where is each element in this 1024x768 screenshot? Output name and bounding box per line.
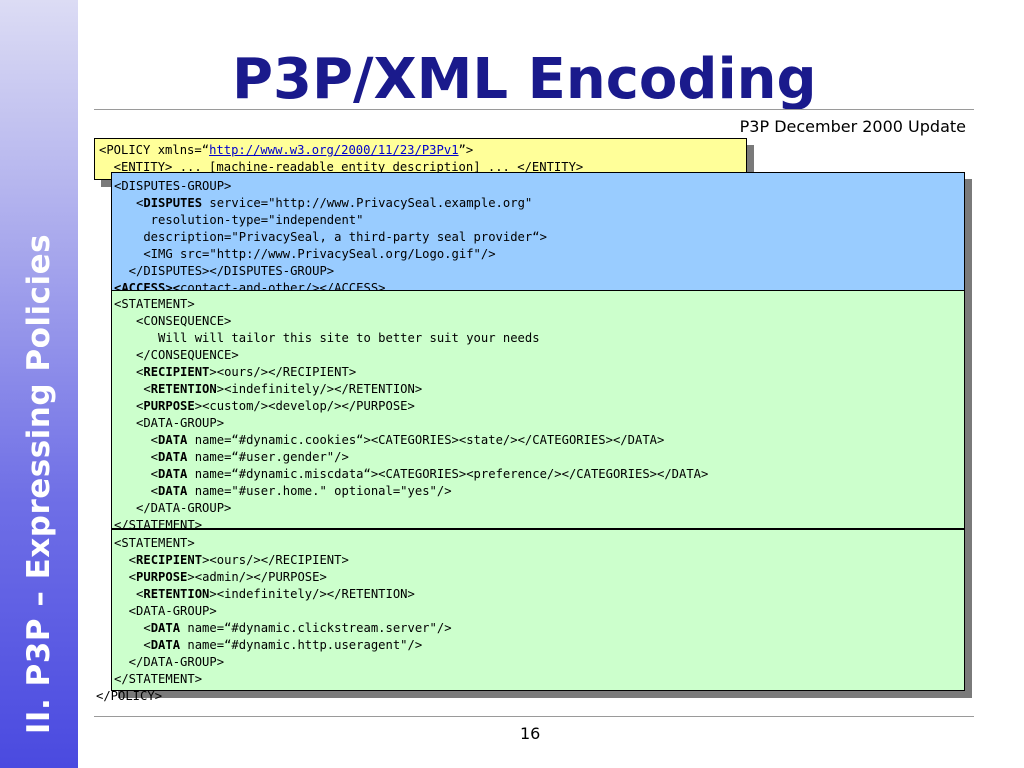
code-keyword: RECIPIENT [136, 553, 203, 567]
code-keyword: DATA [150, 638, 181, 652]
code-line: <RECIPIENT><ours/></RECIPIENT> [114, 364, 964, 381]
statement-2-code-box: <STATEMENT> <RECIPIENT><ours/></RECIPIEN… [111, 529, 965, 691]
code-text: < [114, 553, 137, 567]
code-text: < [114, 638, 151, 652]
code-keyword: DATA [158, 450, 188, 464]
code-line: <DISPUTES service="http://www.PrivacySea… [114, 195, 964, 212]
code-line: <STATEMENT> [114, 297, 195, 311]
code-text: name=“#dynamic.http.useragent"/> [180, 638, 423, 652]
code-keyword: <ACCESS>< [114, 281, 181, 291]
code-line: <DATA-GROUP> [114, 604, 217, 618]
code-text: ><admin/></PURPOSE> [187, 570, 327, 584]
code-line: <ACCESS><contact-and-other/></ACCESS> [114, 280, 964, 291]
code-keyword: RECIPIENT [143, 365, 210, 379]
sidebar-section-title: II. P3P – Expressing Policies [21, 233, 57, 735]
code-text: < [114, 399, 144, 413]
code-text: < [114, 484, 159, 498]
code-line: <DATA name=“#dynamic.miscdata“><CATEGORI… [114, 466, 964, 483]
code-line: <PURPOSE><admin/></PURPOSE> [114, 569, 964, 586]
code-text: < [114, 570, 137, 584]
code-line: </DISPUTES></DISPUTES-GROUP> [114, 264, 335, 278]
code-keyword: DATA [158, 433, 188, 447]
code-text: name=“#dynamic.clickstream.server"/> [180, 621, 452, 635]
code-keyword: PURPOSE [143, 399, 195, 413]
code-line: Will will tailor this site to better sui… [114, 331, 540, 345]
code-text: contact-and-other/></ACCESS> [180, 281, 386, 291]
code-text: < [114, 433, 159, 447]
policy-line-1: <POLICY xmlns=“http://www.w3.org/2000/11… [99, 142, 746, 159]
code-line: </STATEMENT> [114, 672, 203, 686]
code-text: < [114, 450, 159, 464]
slide-subtitle: P3P December 2000 Update [739, 117, 966, 136]
code-text: service="http://www.PrivacySeal.example.… [202, 196, 533, 210]
code-text: < [114, 587, 144, 601]
code-line: <RETENTION><indefinitely/></RETENTION> [114, 381, 964, 398]
code-keyword: RETENTION [143, 587, 210, 601]
code-line: </DATA-GROUP> [114, 655, 225, 669]
code-line: resolution-type="independent" [114, 213, 364, 227]
code-line: <IMG src="http://www.PrivacySeal.org/Log… [114, 247, 496, 261]
code-text: name=“#dynamic.cookies“><CATEGORIES><sta… [187, 433, 665, 447]
code-text: < [114, 621, 151, 635]
code-text: name=“#dynamic.miscdata“><CATEGORIES><pr… [187, 467, 709, 481]
code-text: < [114, 467, 159, 481]
code-text: ><ours/></RECIPIENT> [202, 553, 349, 567]
code-line: <RECIPIENT><ours/></RECIPIENT> [114, 552, 964, 569]
statement-1-code-box: <STATEMENT> <CONSEQUENCE> Will will tail… [111, 290, 965, 529]
sidebar-band: II. P3P – Expressing Policies [0, 0, 78, 768]
code-text: ><ours/></RECIPIENT> [209, 365, 357, 379]
code-line: <DATA name="#user.home." optional="yes"/… [114, 483, 964, 500]
code-line: <STATEMENT> [114, 536, 195, 550]
page-number: 16 [520, 724, 541, 743]
code-keyword: DISPUTES [143, 196, 203, 210]
code-line: <DATA name=“#dynamic.clickstream.server"… [114, 620, 964, 637]
code-keyword: DATA [150, 621, 181, 635]
policy-open-tag-end: ”> [458, 143, 474, 157]
code-text: < [114, 382, 151, 396]
code-text: < [114, 196, 144, 210]
code-text: ><custom/><develop/></PURPOSE> [194, 399, 415, 413]
code-line: </DATA-GROUP> [114, 501, 232, 515]
code-line: <DATA-GROUP> [114, 416, 225, 430]
code-keyword: DATA [158, 467, 188, 481]
entity-line: <ENTITY> ... [machine-readable entity de… [99, 160, 584, 174]
title-divider [94, 109, 974, 110]
code-keyword: DATA [158, 484, 188, 498]
code-line: </STATEMENT> [114, 518, 203, 529]
code-line: </CONSEQUENCE> [114, 348, 239, 362]
code-keyword: PURPOSE [136, 570, 188, 584]
policy-open-tag: <POLICY xmlns=“ [99, 143, 210, 157]
code-text: ><indefinitely/></RETENTION> [209, 587, 415, 601]
code-line: <DISPUTES-GROUP> [114, 179, 232, 193]
code-line: <DATA name=“#user.gender"/> [114, 449, 964, 466]
disputes-code-box: <DISPUTES-GROUP> <DISPUTES service="http… [111, 172, 965, 291]
code-line: <DATA name=“#dynamic.cookies“><CATEGORIE… [114, 432, 964, 449]
code-line: <DATA name=“#dynamic.http.useragent"/> [114, 637, 964, 654]
policy-close-tag: </POLICY> [96, 689, 163, 703]
code-text: name="#user.home." optional="yes"/> [187, 484, 452, 498]
policy-namespace-link[interactable]: http://www.w3.org/2000/11/23/P3Pv1 [209, 143, 459, 157]
code-keyword: RETENTION [150, 382, 217, 396]
code-text: name=“#user.gender"/> [187, 450, 349, 464]
code-line: <PURPOSE><custom/><develop/></PURPOSE> [114, 398, 964, 415]
code-line: description="PrivacySeal, a third-party … [114, 230, 547, 244]
footer-divider [94, 716, 974, 717]
code-line: <RETENTION><indefinitely/></RETENTION> [114, 586, 964, 603]
code-text: < [114, 365, 144, 379]
code-text: ><indefinitely/></RETENTION> [216, 382, 423, 396]
slide-title: P3P/XML Encoding [232, 47, 817, 112]
code-line: <CONSEQUENCE> [114, 314, 232, 328]
